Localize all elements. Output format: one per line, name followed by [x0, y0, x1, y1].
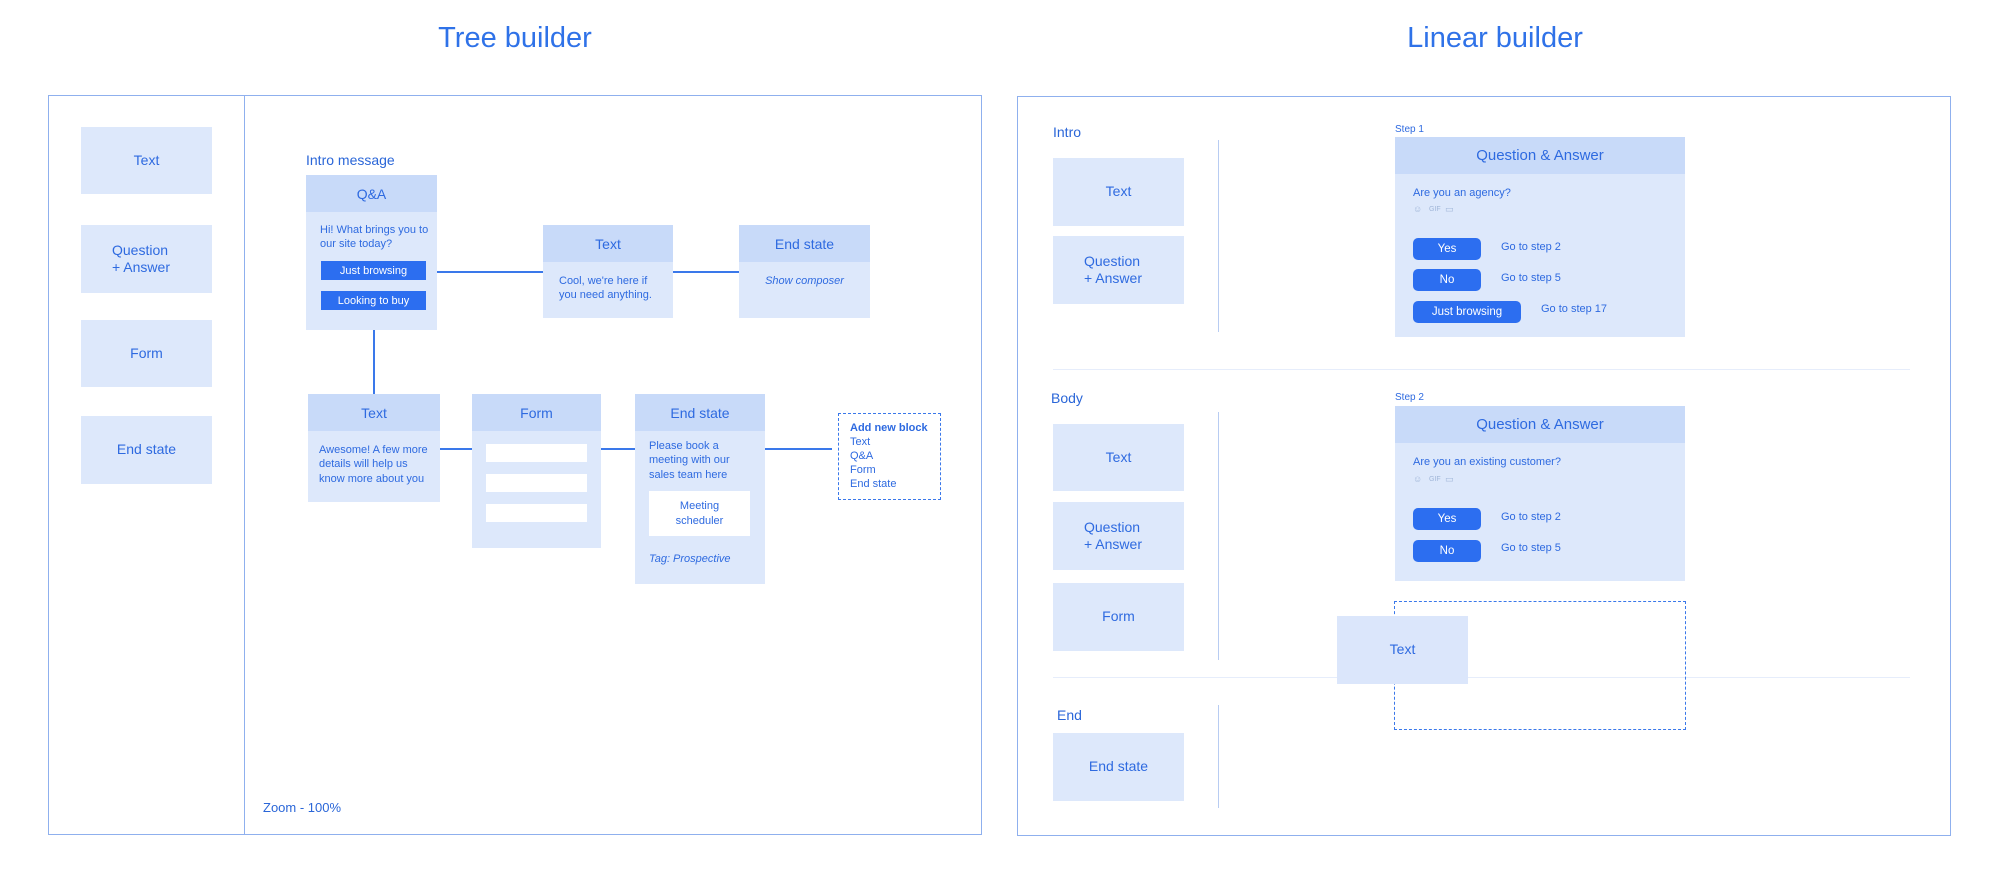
step-1-option-no[interactable]: No: [1413, 269, 1481, 291]
form-block[interactable]: Form: [472, 394, 601, 548]
image-icon[interactable]: ▭: [1445, 474, 1454, 484]
intro-tile-question-answer[interactable]: Question + Answer: [1053, 236, 1184, 304]
step-2-title: Question & Answer: [1395, 406, 1685, 443]
gif-icon[interactable]: GIF: [1429, 206, 1441, 213]
add-block-option-text[interactable]: Text: [850, 436, 871, 448]
end-state-block[interactable]: End state Please book a meeting with our…: [635, 394, 765, 584]
tree-palette-divider: [244, 96, 245, 834]
text-block[interactable]: Text Awesome! A few more details will he…: [308, 394, 440, 502]
end-state-body: Please book a meeting with our sales tea…: [649, 440, 730, 481]
text-block-title: Text: [543, 225, 673, 262]
qa-block-message: Hi! What brings you to our site today?: [320, 224, 429, 251]
palette-end-state[interactable]: End state: [81, 416, 212, 484]
step-1-option-yes[interactable]: Yes: [1413, 238, 1481, 260]
connector-line: [765, 448, 832, 450]
option-just-browsing[interactable]: Just browsing: [321, 261, 426, 280]
step-2-option-no[interactable]: No: [1413, 540, 1481, 562]
palette-form[interactable]: Form: [81, 320, 212, 387]
step-1-option-just-browsing[interactable]: Just browsing: [1413, 301, 1521, 323]
emoji-icon[interactable]: ☺: [1413, 474, 1423, 484]
step-1-goto[interactable]: Go to step 17: [1541, 303, 1608, 315]
section-divider: [1053, 677, 1910, 678]
text-block[interactable]: Text Cool, we're here if you need anythi…: [543, 225, 673, 318]
connector-line: [437, 271, 543, 273]
qa-block[interactable]: Q&A Hi! What brings you to our site toda…: [306, 175, 437, 330]
composer-icons: ☺ GIF ▭: [1413, 475, 1454, 484]
connector-line: [373, 308, 375, 394]
step-1-title: Question & Answer: [1395, 137, 1685, 174]
end-state-title: End state: [739, 225, 870, 262]
image-icon[interactable]: ▭: [1445, 204, 1454, 214]
body-tile-text[interactable]: Text: [1053, 424, 1184, 491]
zoom-level[interactable]: Zoom - 100%: [263, 800, 342, 815]
end-state-tag: Tag: Prospective: [649, 553, 731, 565]
end-tile-end-state[interactable]: End state: [1053, 733, 1184, 801]
end-state-title: End state: [635, 394, 765, 431]
step-2-goto[interactable]: Go to step 5: [1501, 542, 1561, 554]
emoji-icon[interactable]: ☺: [1413, 204, 1423, 214]
text-block-body: Awesome! A few more details will help us…: [319, 444, 428, 485]
dragging-tile-text[interactable]: Text: [1337, 616, 1468, 684]
palette-text[interactable]: Text: [81, 127, 212, 194]
text-block-title: Text: [308, 394, 440, 431]
section-separator: [1218, 412, 1219, 660]
option-looking-to-buy[interactable]: Looking to buy: [321, 291, 426, 310]
step-2-label: Step 2: [1395, 392, 1424, 403]
add-block-option-form[interactable]: Form: [850, 464, 876, 476]
step-1-question-card[interactable]: Question & Answer Are you an agency? ☺ G…: [1395, 137, 1685, 337]
composer-icons: ☺ GIF ▭: [1413, 205, 1454, 214]
intro-message-label: Intro message: [306, 152, 395, 168]
step-1-goto[interactable]: Go to step 5: [1501, 272, 1561, 284]
form-field: [486, 474, 587, 492]
intro-tile-text[interactable]: Text: [1053, 158, 1184, 226]
section-separator: [1218, 140, 1219, 332]
body-tile-form[interactable]: Form: [1053, 583, 1184, 651]
form-block-title: Form: [472, 394, 601, 431]
text-block-body: Cool, we're here if you need anything.: [559, 275, 652, 302]
step-2-goto[interactable]: Go to step 2: [1501, 511, 1561, 523]
connector-line: [440, 448, 472, 450]
section-label-body: Body: [1051, 390, 1083, 406]
end-state-block[interactable]: End state Show composer: [739, 225, 870, 318]
qa-block-title: Q&A: [306, 175, 437, 212]
palette-question-answer[interactable]: Question + Answer: [81, 225, 212, 293]
step-2-option-yes[interactable]: Yes: [1413, 508, 1481, 530]
add-block-option-end-state[interactable]: End state: [850, 478, 897, 490]
step-1-question: Are you an agency?: [1413, 187, 1511, 199]
meeting-scheduler-widget: Meeting scheduler: [649, 491, 750, 536]
form-field: [486, 444, 587, 462]
meeting-scheduler-label: Meeting scheduler: [675, 500, 724, 527]
section-label-intro: Intro: [1053, 124, 1082, 140]
add-block-option-qa[interactable]: Q&A: [850, 450, 874, 462]
body-tile-question-answer[interactable]: Question + Answer: [1053, 502, 1184, 570]
section-divider: [1053, 369, 1910, 370]
linear-builder-heading: Linear builder: [1407, 22, 1583, 54]
gif-icon[interactable]: GIF: [1429, 476, 1441, 483]
add-new-block[interactable]: Add new block Text Q&A Form End state: [838, 413, 941, 500]
step-2-question-card[interactable]: Question & Answer Are you an existing cu…: [1395, 406, 1685, 581]
step-1-goto[interactable]: Go to step 2: [1501, 241, 1561, 253]
connector-line: [601, 448, 635, 450]
section-separator: [1218, 705, 1219, 808]
tree-builder-heading: Tree builder: [438, 22, 592, 54]
form-field: [486, 504, 587, 522]
end-state-body: Show composer: [765, 275, 844, 287]
step-2-question: Are you an existing customer?: [1413, 456, 1561, 468]
connector-line: [673, 271, 739, 273]
section-label-end: End: [1057, 707, 1082, 723]
step-1-label: Step 1: [1395, 124, 1424, 135]
add-new-block-title: Add new block: [850, 422, 928, 434]
